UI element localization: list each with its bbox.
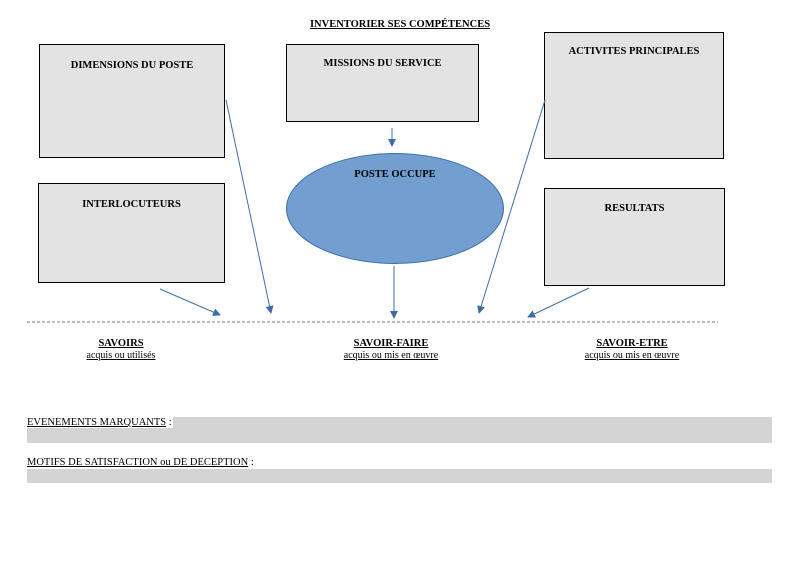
- interlocuteurs-box: INTERLOCUTEURS: [38, 183, 225, 283]
- savoir-faire-subtitle: acquis ou mis en œuvre: [343, 350, 439, 361]
- arrow-activites-to-savoir-etre: [477, 99, 546, 314]
- motifs-colon: :: [248, 457, 254, 468]
- resultats-box: RESULTATS: [544, 188, 725, 286]
- evenements-row-label: EVENEMENTS MARQUANTS :: [27, 417, 173, 428]
- page-title: INVENTORIER SES COMPÉTENCES: [309, 19, 491, 30]
- savoirs-heading: SAVOIRS: [98, 338, 144, 349]
- savoir-etre-column: SAVOIR-ETRE acquis ou mis en œuvre: [551, 338, 713, 361]
- arrow-interlocuteurs-to-savoirs: [159, 288, 221, 316]
- savoirs-column: SAVOIRS acquis ou utilisés: [40, 338, 202, 361]
- missions-du-service-box: MISSIONS DU SERVICE: [286, 44, 479, 122]
- missions-du-service-label: MISSIONS DU SERVICE: [323, 58, 442, 69]
- savoir-etre-subtitle: acquis ou mis en œuvre: [584, 350, 680, 361]
- poste-occupe-ellipse: POSTE OCCUPE: [286, 153, 504, 264]
- activites-principales-box: ACTIVITES PRINCIPALES: [544, 32, 724, 159]
- poste-occupe-label: POSTE OCCUPE: [354, 169, 436, 180]
- arrow-dimensions-to-savoirs: [225, 99, 274, 314]
- savoir-etre-heading: SAVOIR-ETRE: [596, 338, 668, 349]
- dimensions-du-poste-label: DIMENSIONS DU POSTE: [70, 60, 194, 71]
- savoir-faire-heading: SAVOIR-FAIRE: [353, 338, 429, 349]
- evenements-colon: :: [166, 417, 172, 428]
- activites-principales-label: ACTIVITES PRINCIPALES: [568, 46, 700, 57]
- savoir-faire-column: SAVOIR-FAIRE acquis ou mis en œuvre: [310, 338, 472, 361]
- savoirs-subtitle: acquis ou utilisés: [86, 350, 156, 361]
- evenements-label-text: EVENEMENTS MARQUANTS: [27, 417, 167, 428]
- motifs-label-text: MOTIFS DE SATISFACTION ou DE DECEPTION: [27, 457, 249, 468]
- arrow-resultats-to-savoir-etre: [527, 287, 590, 318]
- motifs-row-label: MOTIFS DE SATISFACTION ou DE DECEPTION :: [27, 457, 255, 468]
- motifs-band[interactable]: [27, 469, 772, 483]
- dimensions-du-poste-box: DIMENSIONS DU POSTE: [39, 44, 225, 158]
- resultats-label: RESULTATS: [604, 203, 665, 214]
- interlocuteurs-label: INTERLOCUTEURS: [82, 199, 181, 210]
